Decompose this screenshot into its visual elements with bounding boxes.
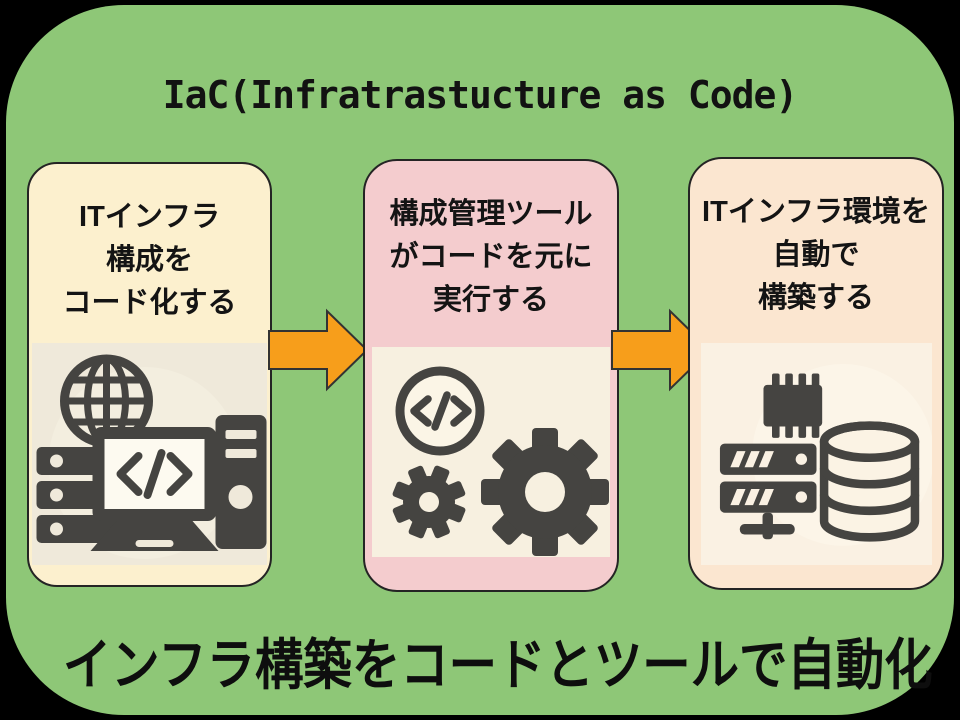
step-2-icon-panel	[372, 347, 610, 557]
step-label-line: 自動で	[772, 239, 860, 271]
step-box-1: ITインフラ 構成を コード化する	[27, 162, 272, 587]
slide-footer-text: インフラ構築をコードとツールで自動化	[62, 634, 933, 696]
right-arrow-icon	[268, 308, 369, 392]
step-1-icon-panel	[32, 343, 267, 565]
step-label-line: がコードを元に	[389, 241, 593, 273]
step-box-3: ITインフラ環境を 自動で 構築する	[688, 157, 944, 590]
flow-arrow-1	[268, 308, 369, 392]
step-2-label: 構成管理ツール がコードを元に 実行する	[365, 193, 617, 322]
slide-background: IaC(Infratrastucture as Code) ITインフラ 構成を…	[6, 5, 954, 715]
step-label-line: 構築する	[757, 282, 874, 314]
step-label-line: 実行する	[432, 284, 549, 316]
step-box-2: 構成管理ツール がコードを元に 実行する	[363, 159, 619, 592]
step-label-line: ITインフラ環境を	[702, 196, 930, 228]
step-label-line: コード化する	[62, 287, 237, 319]
code-circle-gears-icon	[392, 366, 609, 556]
chip-server-database-icon	[719, 364, 932, 546]
step-3-label: ITインフラ環境を 自動で 構築する	[690, 191, 942, 320]
step-label-line: 構成管理ツール	[389, 198, 593, 230]
step-3-icon-panel	[701, 343, 932, 565]
step-1-label: ITインフラ 構成を コード化する	[29, 196, 270, 325]
step-label-line: 構成を	[105, 244, 193, 276]
slide-title: IaC(Infratrastucture as Code)	[162, 73, 798, 117]
globe-server-code-computer-icon	[36, 354, 267, 559]
step-label-line: ITインフラ	[79, 201, 220, 233]
